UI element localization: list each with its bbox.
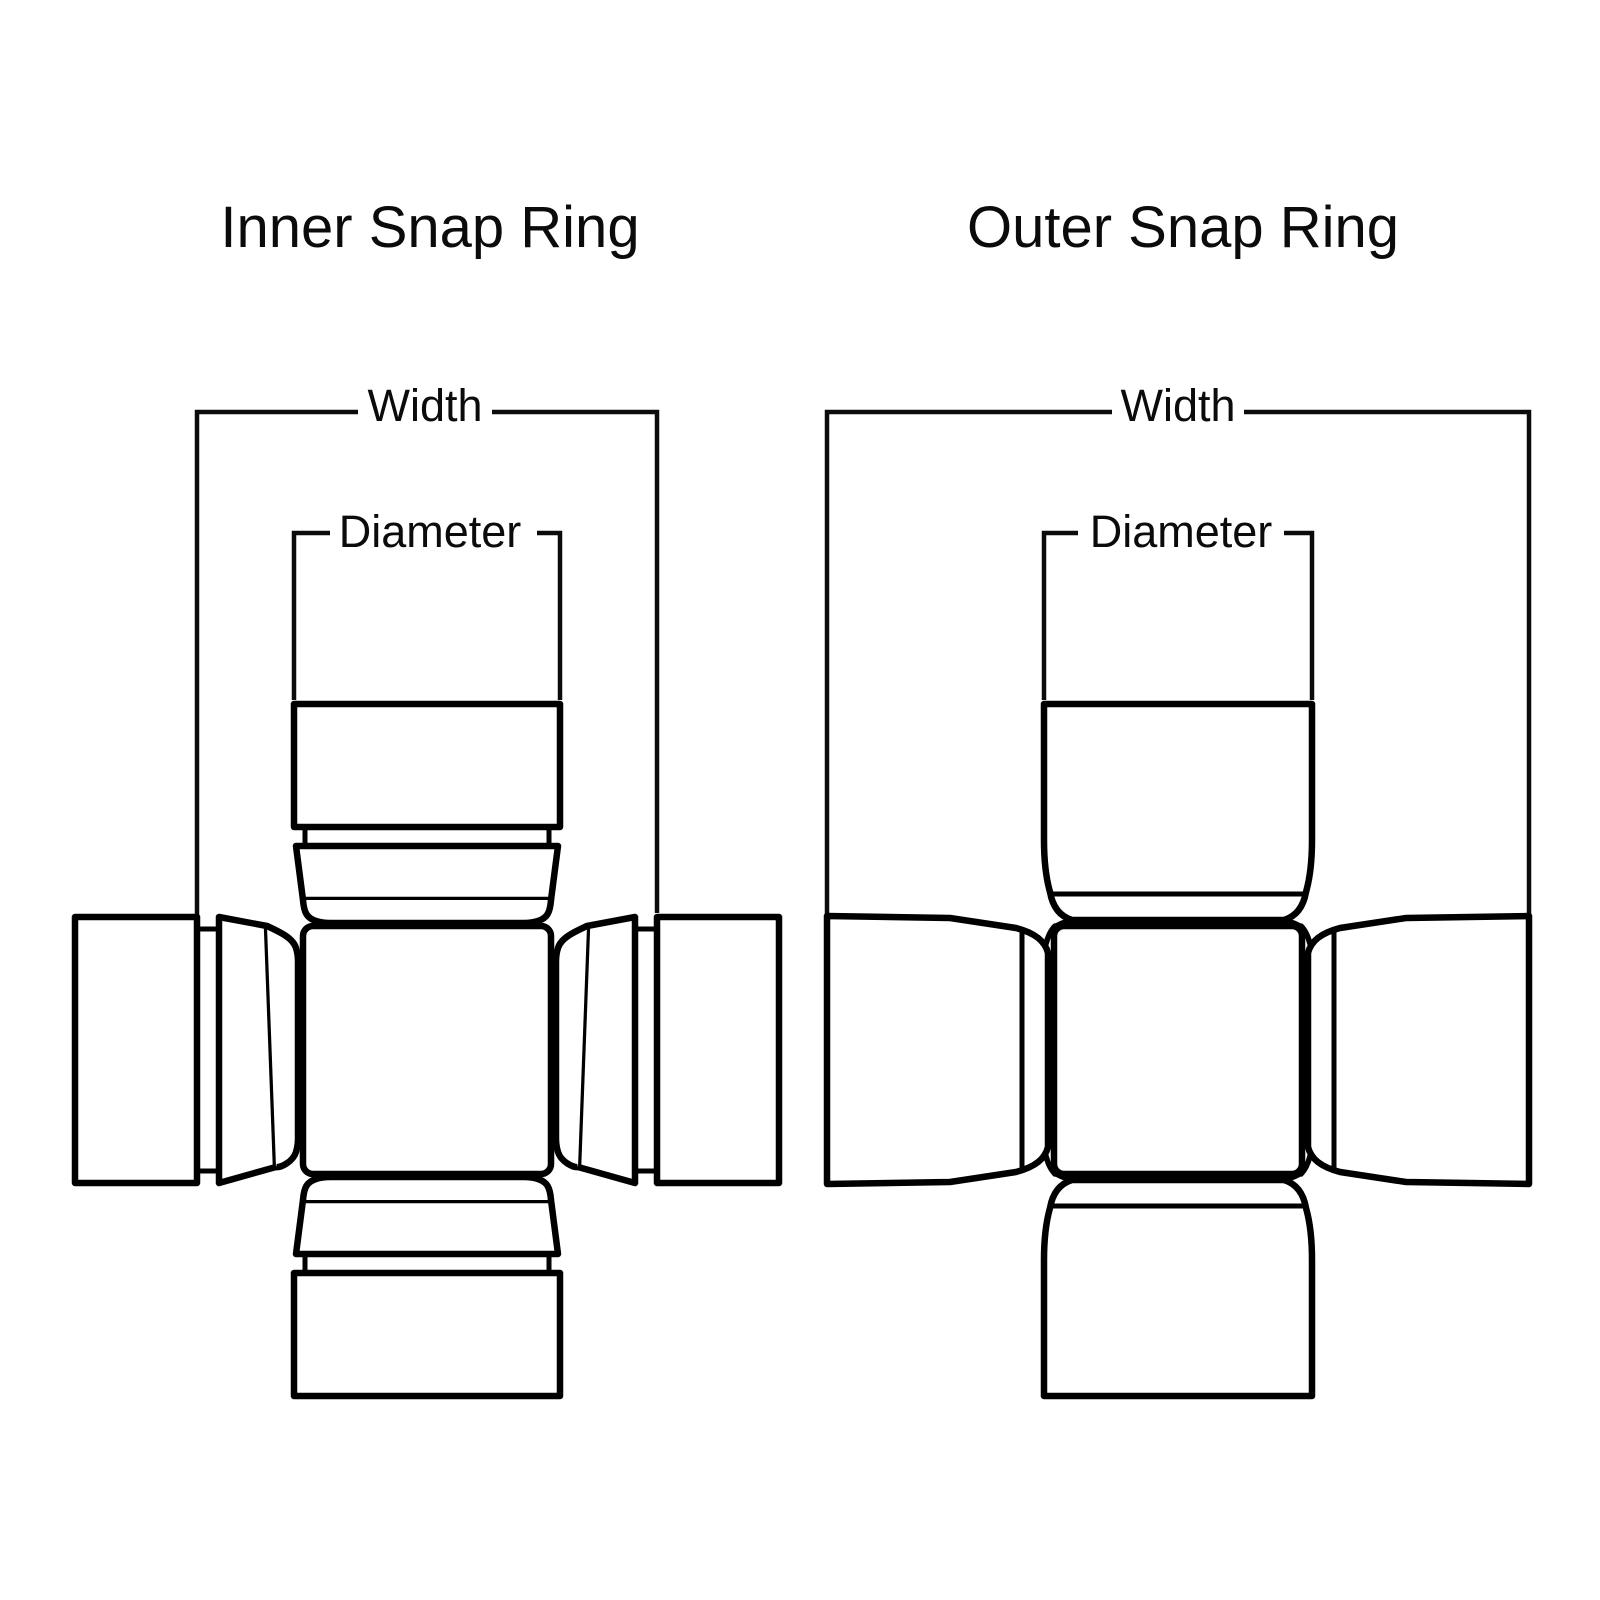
outer-bottom-cap-body [1040,1176,1316,1400]
outer-snap-ring-diagram: Outer Snap Ring Width Diameter [823,195,1533,1400]
outer-right-cap-fillets [1298,923,1313,1177]
inner-snap-ring-diagram: Inner Snap Ring Width Diameter [71,195,783,1400]
inner-right-cap-body [653,913,783,1187]
inner-left-cap-body [71,913,201,1187]
inner-cross-body [299,922,555,1178]
outer-right-cap [1298,912,1533,1188]
inner-bottom-cap-body [290,1269,564,1400]
outer-top-cap [1040,700,1316,930]
inner-left-cap-skirt [265,923,302,1171]
inner-diameter-dimension-line [291,530,563,700]
outer-left-cap [823,912,1058,1188]
outer-cross-body [1050,922,1306,1178]
inner-bottom-cap [290,1173,564,1400]
outer-width-dimension-line [824,409,1532,914]
outer-width-label: Width [1120,380,1235,431]
inner-top-cap-skirt [299,899,555,927]
outer-diameter-dimension-line [1041,530,1315,700]
outer-bottom-cap [1040,1170,1316,1400]
inner-top-cap [290,700,564,927]
inner-diagram-title: Inner Snap Ring [220,195,639,260]
inner-right-cap [552,913,783,1187]
inner-right-cap-groove-neck [635,926,657,1174]
outer-diagram-title: Outer Snap Ring [967,195,1399,260]
inner-width-dimension-line [194,409,660,915]
inner-top-cap-body [290,700,564,831]
inner-bottom-snap-ring-plate [292,1196,562,1258]
inner-diameter-label: Diameter [339,506,522,557]
inner-right-cap-skirt [552,923,589,1171]
inner-left-cap-groove-neck [197,926,219,1174]
outer-right-cap-body [1304,912,1533,1188]
inner-width-label: Width [367,380,482,431]
inner-bottom-cap-skirt [299,1173,555,1201]
inner-right-snap-ring-plate [574,913,639,1187]
inner-left-snap-ring-plate [215,913,280,1187]
inner-top-snap-ring-plate [292,842,562,904]
inner-left-cap [71,913,302,1187]
outer-left-cap-fillets [1043,923,1058,1177]
outer-left-cap-body [823,912,1052,1188]
outer-top-cap-body [1040,700,1316,924]
outer-diameter-label: Diameter [1090,506,1273,557]
